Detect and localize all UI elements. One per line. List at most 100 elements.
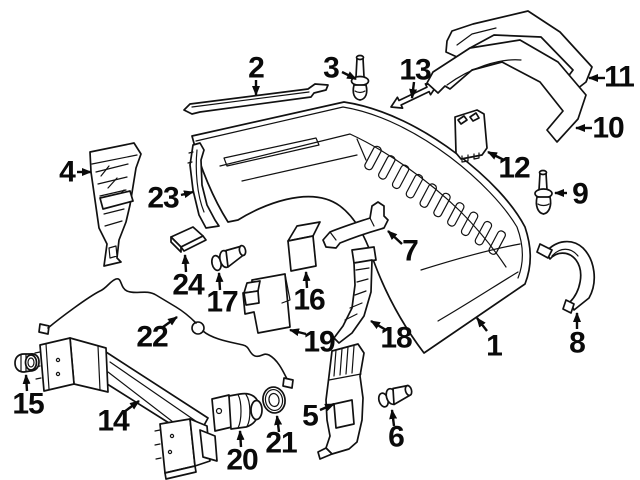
callout-arrow <box>162 316 178 328</box>
bumper-vent-slot <box>364 145 382 171</box>
wiring-harness-part <box>38 278 294 389</box>
callout-arrow <box>487 150 505 162</box>
bracket-18-part <box>333 246 377 344</box>
rivet-part-9 <box>534 169 553 215</box>
side-bracket-23-part <box>187 142 220 229</box>
callout-label: 1 <box>486 330 502 363</box>
callout-arrow <box>123 400 140 413</box>
bumper-vent-slot <box>488 230 506 255</box>
callout-label: 5 <box>302 400 318 433</box>
callout-17: 17 <box>206 272 239 319</box>
callout-label: 22 <box>136 321 168 354</box>
callout-16: 16 <box>293 271 326 317</box>
bumper-vent-slot <box>405 173 424 199</box>
trim-strip-part <box>183 83 329 115</box>
callout-arrow <box>409 81 418 99</box>
callout-22: 22 <box>136 316 178 354</box>
callout-3: 3 <box>323 52 357 85</box>
callout-arrow <box>236 430 245 448</box>
seal-ring-part <box>262 386 286 414</box>
callout-arrow <box>215 272 224 291</box>
callout-label: 11 <box>604 61 634 94</box>
callout-label: 6 <box>388 421 404 454</box>
callout-9: 9 <box>554 178 589 211</box>
callout-20: 20 <box>226 430 259 477</box>
bumper-vent-slot <box>433 192 451 218</box>
callout-arrow <box>181 254 190 273</box>
callout-arrow <box>387 230 403 245</box>
callout-label: 8 <box>569 327 585 360</box>
callout-arrow <box>319 402 335 412</box>
callout-label: 13 <box>399 54 431 87</box>
callout-arrow <box>22 374 31 392</box>
callout-10: 10 <box>575 112 625 145</box>
callout-arrow <box>289 328 307 337</box>
callout-label: 19 <box>303 326 335 359</box>
callout-label: 3 <box>323 52 339 85</box>
callout-5: 5 <box>302 400 335 433</box>
callout-6: 6 <box>388 409 405 454</box>
callout-label: 21 <box>265 427 297 460</box>
callout-14: 14 <box>97 400 140 438</box>
callout-18: 18 <box>370 319 413 355</box>
callout-label: 4 <box>59 156 76 189</box>
callout-1: 1 <box>476 317 503 363</box>
hook-bracket-part <box>536 240 596 314</box>
callout-label: 14 <box>97 405 130 438</box>
callout-label: 20 <box>226 444 258 477</box>
callout-label: 7 <box>402 235 418 268</box>
bumper-vent-slot <box>419 183 437 208</box>
callout-label: 24 <box>172 269 205 302</box>
callout-19: 19 <box>289 326 336 359</box>
callout-7: 7 <box>387 230 419 268</box>
callout-21: 21 <box>265 415 298 460</box>
upper-rail-part <box>322 201 389 249</box>
callout-2: 2 <box>248 52 265 96</box>
rivet-part-6 <box>377 384 413 408</box>
step-pad-part <box>426 39 587 143</box>
callout-arrow <box>476 317 488 332</box>
pad-part-24 <box>170 226 207 253</box>
foam-block-part <box>287 221 321 272</box>
callout-arrow <box>180 190 194 199</box>
bracket-5-part <box>317 343 365 460</box>
holder-box-part <box>454 109 488 163</box>
callout-label: 9 <box>572 178 588 211</box>
callout-13: 13 <box>399 54 432 99</box>
callout-label: 16 <box>293 284 325 317</box>
callout-arrow <box>341 70 357 81</box>
bracket-19-part <box>242 273 291 334</box>
callout-15: 15 <box>12 374 45 421</box>
callout-12: 12 <box>487 150 531 185</box>
callout-arrow <box>302 271 311 289</box>
callout-label: 18 <box>380 322 412 355</box>
callout-label: 17 <box>206 286 238 319</box>
bumper-vent-slot <box>474 220 493 246</box>
callout-4: 4 <box>59 156 92 189</box>
callout-arrow <box>274 415 283 433</box>
callout-label: 10 <box>592 112 624 145</box>
rivet-part-3 <box>350 54 370 101</box>
bumper-vent-slot <box>447 202 465 227</box>
bumper-vent-slot <box>378 155 396 180</box>
callout-label: 2 <box>248 52 264 85</box>
bumper-vent-slots <box>364 145 506 255</box>
bumper-vent-slot <box>460 211 479 237</box>
park-sensor-part <box>211 392 263 432</box>
rivet-part-17 <box>210 244 247 272</box>
side-support-left-part <box>89 142 142 267</box>
callout-label: 12 <box>498 152 530 185</box>
callout-23: 23 <box>147 182 194 215</box>
nut-part <box>14 353 40 373</box>
callout-label: 23 <box>147 182 179 215</box>
callout-11: 11 <box>588 61 635 94</box>
callout-arrow <box>370 319 387 332</box>
callout-8: 8 <box>569 312 586 360</box>
callout-label: 15 <box>12 388 44 421</box>
impact-bar-part <box>34 337 218 480</box>
callout-arrow <box>389 409 398 427</box>
bumper-vent-slot <box>391 164 410 190</box>
